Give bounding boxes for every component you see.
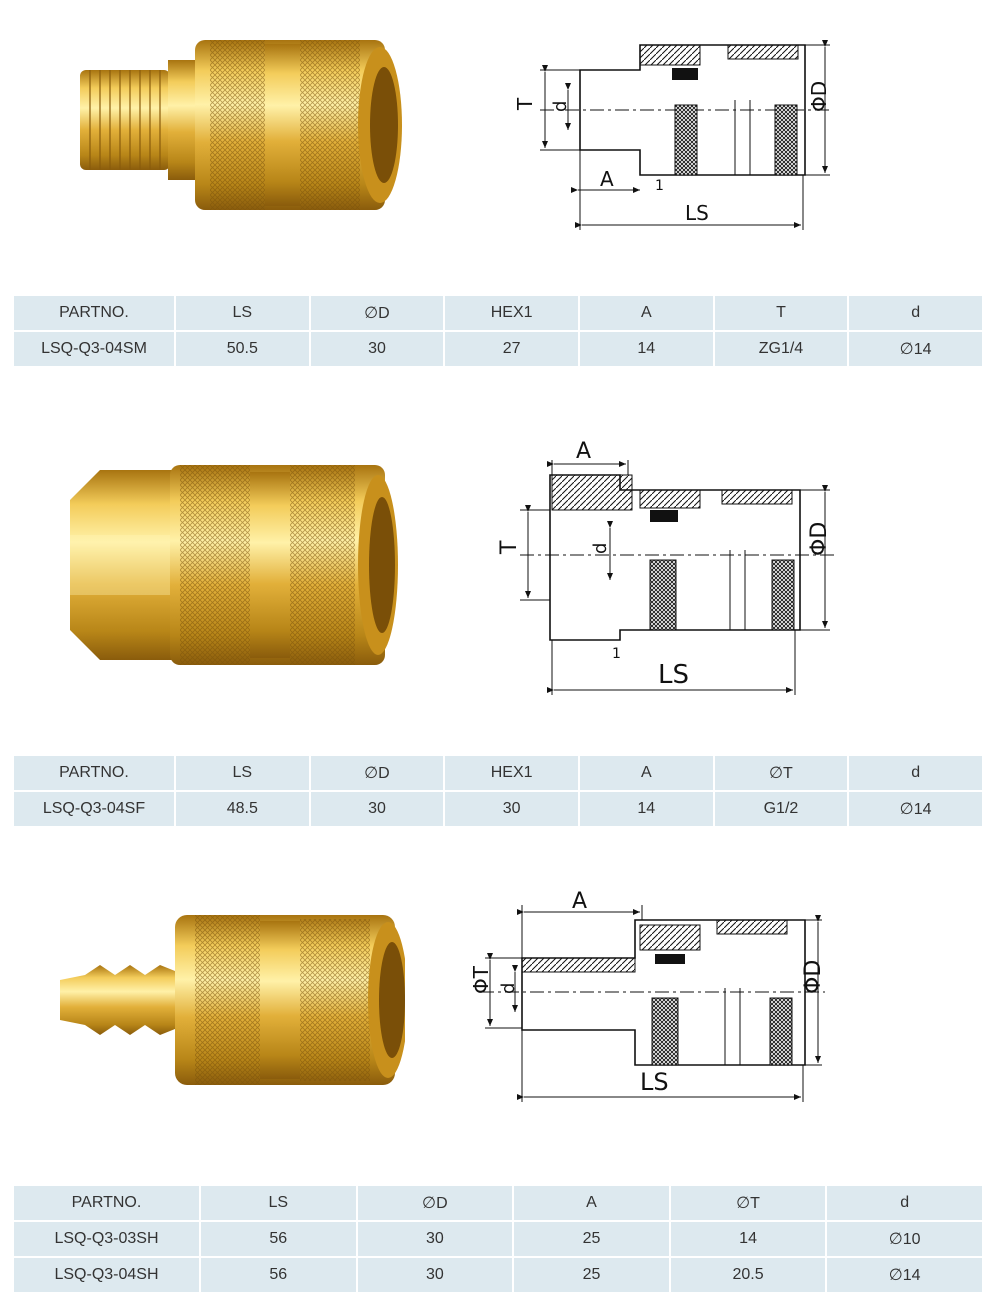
table-cell: 56: [201, 1222, 356, 1256]
spec-table-sm: PARTNO. LS ∅D HEX1 A T d LSQ-Q3-04SM 50.…: [12, 294, 984, 368]
product-section-sf: A T d ΦD 1 LS PARTNO. LS ∅D HEX1 A ∅T d …: [0, 440, 1000, 840]
table-header-cell: T: [714, 296, 848, 330]
table-header-cell: LS: [201, 1186, 356, 1220]
dim-label-phid: ΦD: [807, 522, 832, 556]
dim-label-angle: 1: [612, 646, 621, 662]
table-cell: 25: [514, 1222, 669, 1256]
dim-label-ls: LS: [640, 1068, 669, 1096]
table-cell: LSQ-Q3-04SH: [14, 1258, 199, 1292]
table-row: LSQ-Q3-04SM 50.5 30 27 14 ZG1/4 ∅14: [14, 332, 982, 366]
table-cell: 14: [579, 332, 713, 366]
table-cell: ∅14: [827, 1258, 982, 1292]
table-header-cell: PARTNO.: [14, 296, 174, 330]
table-cell: ZG1/4: [714, 332, 848, 366]
table-cell: ∅10: [827, 1222, 982, 1256]
dim-label-phid: ΦD: [801, 960, 826, 994]
table-header-cell: A: [514, 1186, 669, 1220]
table-header-cell: HEX1: [445, 756, 578, 790]
dim-label-t: T: [513, 97, 537, 111]
table-cell: 30: [357, 1258, 513, 1292]
table-header-cell: ∅T: [670, 1186, 826, 1220]
table-header-cell: ∅D: [310, 296, 444, 330]
spec-table-sh: PARTNO. LS ∅D A ∅T d LSQ-Q3-03SH 56 30 2…: [12, 1184, 984, 1294]
table-header-cell: A: [579, 296, 713, 330]
table-cell: 14: [670, 1222, 826, 1256]
spec-table-sf: PARTNO. LS ∅D HEX1 A ∅T d LSQ-Q3-04SF 48…: [12, 754, 984, 828]
hose-barb-coupler-photo: [60, 915, 405, 1085]
table-cell: G1/2: [714, 792, 848, 826]
table-header-cell: HEX1: [445, 296, 578, 330]
table-row: LSQ-Q3-03SH 56 30 25 14 ∅10: [14, 1222, 982, 1256]
dim-label-a: A: [572, 889, 587, 914]
table-row: LSQ-Q3-04SF 48.5 30 30 14 G1/2 ∅14: [14, 792, 982, 826]
product-section-sh: A ΦT d ΦD LS PARTNO. LS ∅D A ∅T d LSQ-Q3…: [0, 880, 1000, 1310]
dim-label-phid: ΦD: [807, 81, 831, 112]
table-cell: 50.5: [176, 332, 309, 366]
dim-label-d: d: [550, 101, 571, 112]
table-cell: 56: [201, 1258, 356, 1292]
dim-label-a: A: [600, 167, 614, 191]
female-thread-coupler-photo: [70, 465, 398, 665]
dim-label-phit: ΦT: [469, 965, 493, 994]
table-cell: 20.5: [670, 1258, 826, 1292]
product-section-sm: T d ΦD A 1 LS PARTNO. LS ∅D HEX1 A T d L…: [0, 0, 1000, 380]
table-cell: 25: [514, 1258, 669, 1292]
dim-label-t: T: [497, 540, 522, 555]
table-header-cell: ∅T: [714, 756, 848, 790]
dim-label-ls: LS: [658, 660, 689, 690]
table-header-cell: ∅D: [310, 756, 444, 790]
hose-barb-coupler-drawing: A ΦT d ΦD LS: [469, 889, 826, 1102]
table-cell: 14: [579, 792, 713, 826]
table-cell: 30: [445, 792, 578, 826]
dim-label-a: A: [576, 440, 591, 464]
table-cell: 30: [310, 332, 444, 366]
male-thread-coupler-photo: [80, 40, 402, 210]
table-cell: 30: [357, 1222, 513, 1256]
table-header-row: PARTNO. LS ∅D A ∅T d: [14, 1186, 982, 1220]
table-header-row: PARTNO. LS ∅D HEX1 A ∅T d: [14, 756, 982, 790]
table-cell: 30: [310, 792, 444, 826]
dim-label-d: d: [590, 543, 611, 554]
table-cell: LSQ-Q3-03SH: [14, 1222, 199, 1256]
dim-label-d: d: [498, 983, 519, 994]
table-header-cell: d: [827, 1186, 982, 1220]
table-header-cell: d: [849, 296, 982, 330]
male-coupler-drawing: T d ΦD A 1 LS: [513, 40, 831, 230]
table-cell: ∅14: [849, 332, 982, 366]
table-header-cell: PARTNO.: [14, 1186, 199, 1220]
dim-label-ls: LS: [685, 201, 709, 225]
table-header-row: PARTNO. LS ∅D HEX1 A T d: [14, 296, 982, 330]
table-row: LSQ-Q3-04SH 56 30 25 20.5 ∅14: [14, 1258, 982, 1292]
table-cell: 27: [445, 332, 578, 366]
table-cell: 48.5: [176, 792, 309, 826]
table-header-cell: LS: [176, 296, 309, 330]
table-cell: ∅14: [849, 792, 982, 826]
dim-label-angle: 1: [655, 178, 664, 194]
table-cell: LSQ-Q3-04SM: [14, 332, 174, 366]
table-header-cell: d: [849, 756, 982, 790]
table-header-cell: A: [579, 756, 713, 790]
table-header-cell: ∅D: [357, 1186, 513, 1220]
table-header-cell: PARTNO.: [14, 756, 174, 790]
female-coupler-drawing: A T d ΦD 1 LS: [497, 440, 835, 695]
table-cell: LSQ-Q3-04SF: [14, 792, 174, 826]
table-header-cell: LS: [176, 756, 309, 790]
